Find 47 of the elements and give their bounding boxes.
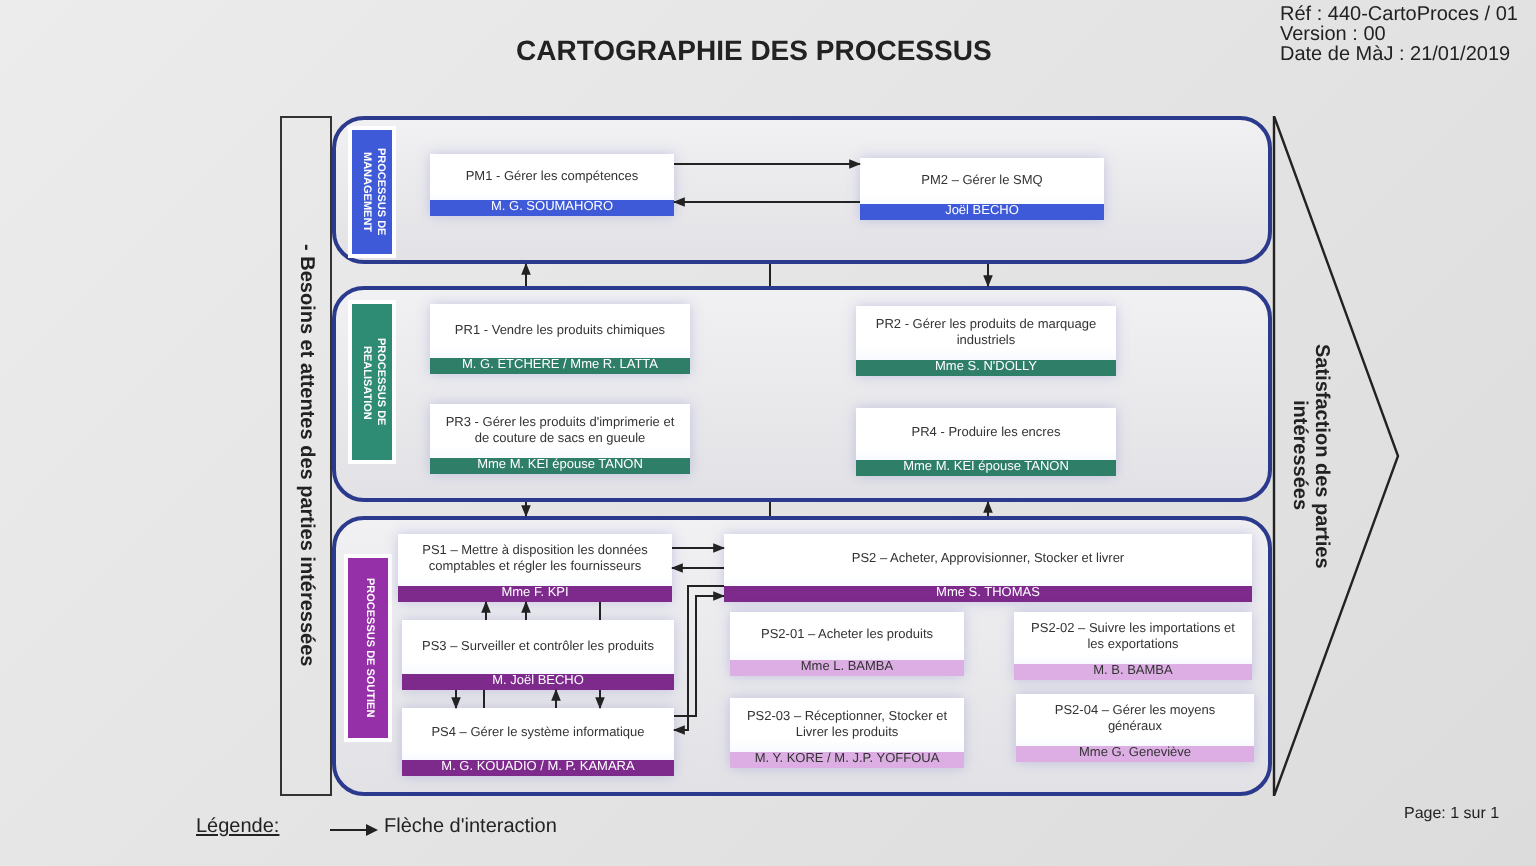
process-box bbox=[1016, 694, 1254, 762]
process-box bbox=[430, 404, 690, 474]
connector-line bbox=[483, 689, 485, 709]
arrow bbox=[595, 689, 605, 710]
diagram-title: CARTOGRAPHIE DES PROCESSUS bbox=[516, 34, 992, 66]
arrow bbox=[521, 262, 531, 287]
arrow bbox=[983, 500, 993, 517]
process-box bbox=[724, 534, 1252, 602]
process-box bbox=[402, 708, 674, 776]
arrow bbox=[673, 159, 862, 169]
update-date: Date de MàJ : 21/01/2019 bbox=[1280, 44, 1511, 66]
legend-label: Flèche d'interaction bbox=[384, 816, 557, 838]
arrow bbox=[451, 689, 461, 710]
process-band bbox=[332, 286, 1272, 502]
connector-line bbox=[769, 501, 771, 517]
process-box bbox=[398, 534, 672, 602]
output-chevron bbox=[1272, 116, 1400, 796]
input-label: - Besoins et attentes des parties intéressées bbox=[295, 244, 317, 668]
arrow bbox=[672, 197, 861, 207]
arrow bbox=[481, 600, 491, 621]
process-box bbox=[730, 612, 964, 676]
process-box bbox=[1014, 612, 1252, 680]
process-band bbox=[332, 516, 1272, 796]
process-box bbox=[402, 620, 674, 690]
arrow bbox=[521, 501, 531, 518]
input-box bbox=[280, 116, 332, 796]
process-box bbox=[860, 158, 1104, 220]
arrow bbox=[672, 585, 725, 735]
process-box bbox=[856, 306, 1116, 376]
arrow bbox=[983, 263, 993, 288]
process-box bbox=[430, 154, 674, 216]
connector-line bbox=[769, 263, 771, 287]
arrow bbox=[521, 600, 531, 621]
process-band bbox=[332, 116, 1272, 264]
arrow bbox=[551, 688, 561, 709]
process-box bbox=[430, 304, 690, 374]
output-label: Satisfaction des parties intéressées bbox=[1288, 341, 1332, 573]
document-reference: Réf : 440-CartoProces / 01 bbox=[1280, 4, 1518, 26]
process-box bbox=[730, 698, 964, 768]
arrow bbox=[670, 563, 725, 573]
arrow bbox=[673, 591, 726, 717]
arrow bbox=[671, 543, 726, 553]
legend-heading: Légende: bbox=[196, 816, 280, 838]
document-version: Version : 00 bbox=[1280, 24, 1386, 46]
page-number: Page: 1 sur 1 bbox=[1404, 804, 1500, 822]
connector-line bbox=[599, 601, 601, 621]
process-box bbox=[856, 408, 1116, 476]
